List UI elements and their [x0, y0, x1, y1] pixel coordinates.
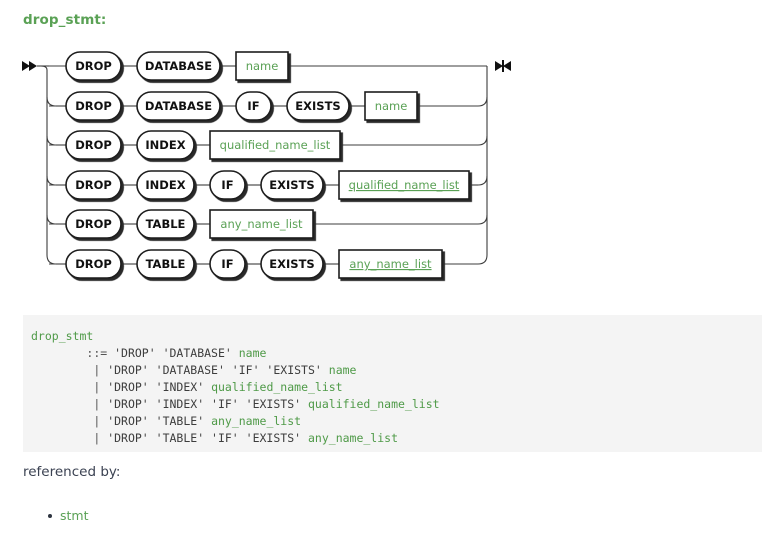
node-label: TABLE: [146, 257, 186, 271]
terminal-box: [65, 170, 122, 200]
nonterminal-box: [338, 249, 443, 279]
node-label: DROP: [75, 257, 112, 271]
terminal-node-index: INDEX: [136, 170, 195, 200]
nonterminal-box: [209, 130, 341, 160]
terminal-box: [65, 91, 122, 121]
node-label: DATABASE: [145, 99, 212, 113]
node-label: EXISTS: [295, 99, 340, 113]
diagram-rails: [37, 65, 488, 265]
page-title: drop_stmt:: [23, 12, 107, 28]
terminal-node-table: TABLE: [136, 249, 195, 279]
referenced-by-link-stmt[interactable]: stmt: [60, 508, 89, 523]
terminal-box: [65, 51, 122, 81]
terminal-node-database: DATABASE: [136, 51, 221, 81]
terminal-node-if: IF: [209, 249, 246, 279]
node-label: any_name_list: [220, 217, 303, 231]
terminal-box: [286, 91, 350, 121]
terminal-node-drop: DROP: [65, 91, 122, 121]
terminal-node-drop: DROP: [65, 130, 122, 160]
start-arrow-icon: [22, 61, 30, 71]
terminal-node-exists: EXISTS: [286, 91, 350, 121]
nonterminal-node-name[interactable]: name: [235, 51, 289, 81]
terminal-box: [136, 51, 221, 81]
end-arrow-icon-2: [503, 61, 511, 71]
terminal-node-table: TABLE: [136, 209, 195, 239]
terminal-node-exists: EXISTS: [260, 249, 324, 279]
nonterminal-node-qualified_name_list[interactable]: qualified_name_list: [209, 130, 341, 160]
node-label: name: [246, 59, 279, 73]
terminal-box: [260, 249, 324, 279]
node-label: DROP: [75, 138, 112, 152]
node-label: qualified_name_list: [220, 138, 331, 152]
nonterminal-box: [338, 170, 470, 200]
node-label: name: [375, 99, 408, 113]
terminal-box: [136, 209, 195, 239]
node-label: DROP: [75, 99, 112, 113]
terminal-box: [65, 209, 122, 239]
terminal-box: [136, 170, 195, 200]
node-label: INDEX: [145, 138, 185, 152]
terminal-node-database: DATABASE: [136, 91, 221, 121]
node-label: DROP: [75, 217, 112, 231]
node-label: DATABASE: [145, 59, 212, 73]
node-label: any_name_list: [349, 257, 432, 271]
start-arrow-icon-2: [29, 61, 37, 71]
terminal-box: [136, 130, 195, 160]
node-label: TABLE: [146, 217, 186, 231]
terminal-box: [136, 249, 195, 279]
terminal-node-if: IF: [235, 91, 272, 121]
nonterminal-box: [235, 51, 289, 81]
terminal-node-drop: DROP: [65, 170, 122, 200]
nonterminal-node-any_name_list[interactable]: any_name_list: [209, 209, 314, 239]
referenced-by-label: referenced by:: [23, 464, 121, 480]
node-label: IF: [221, 178, 233, 192]
list-item: stmt: [28, 506, 89, 526]
end-arrow-icon: [495, 61, 503, 71]
diagram-end-markers: [22, 60, 511, 72]
end-arrow-bar: [502, 60, 504, 72]
referenced-by-list: stmt: [28, 506, 89, 526]
terminal-node-drop: DROP: [65, 209, 122, 239]
nonterminal-node-qualified_name_list[interactable]: qualified_name_list: [338, 170, 470, 200]
terminal-node-index: INDEX: [136, 130, 195, 160]
nonterminal-node-name[interactable]: name: [364, 91, 418, 121]
terminal-box: [136, 91, 221, 121]
node-label: IF: [247, 99, 259, 113]
node-label: INDEX: [145, 178, 185, 192]
terminal-box: [260, 170, 324, 200]
node-label: qualified_name_list: [349, 178, 460, 192]
node-label: EXISTS: [269, 178, 314, 192]
node-label: DROP: [75, 59, 112, 73]
terminal-box: [65, 130, 122, 160]
nonterminal-box: [364, 91, 418, 121]
terminal-box: [209, 249, 246, 279]
ebnf-code-block: drop_stmt ::= 'DROP' 'DATABASE' name | '…: [23, 314, 762, 452]
terminal-node-if: IF: [209, 170, 246, 200]
nonterminal-node-any_name_list[interactable]: any_name_list: [338, 249, 443, 279]
terminal-box: [235, 91, 272, 121]
terminal-node-drop: DROP: [65, 51, 122, 81]
terminal-node-exists: EXISTS: [260, 170, 324, 200]
terminal-box: [209, 170, 246, 200]
node-label: EXISTS: [269, 257, 314, 271]
node-label: DROP: [75, 178, 112, 192]
node-label: IF: [221, 257, 233, 271]
terminal-box: [65, 249, 122, 279]
nonterminal-box: [209, 209, 314, 239]
terminal-node-drop: DROP: [65, 249, 122, 279]
